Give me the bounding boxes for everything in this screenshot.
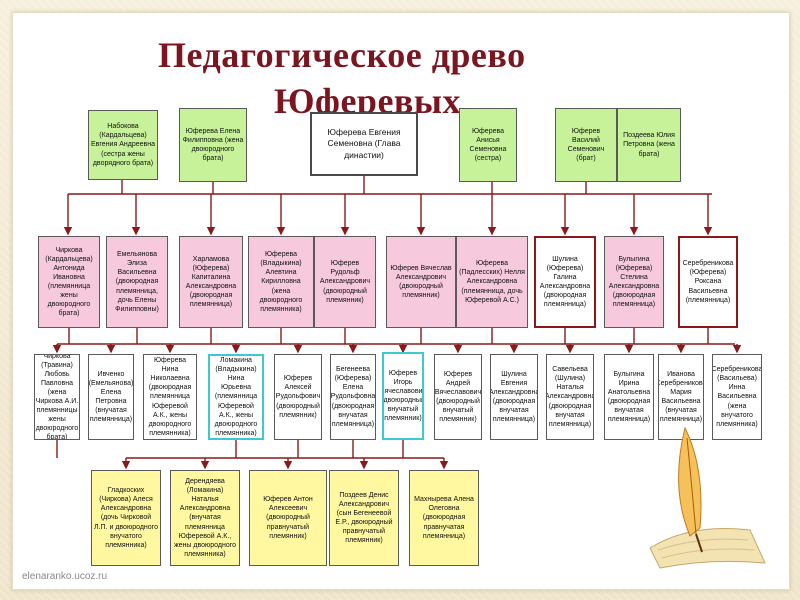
quill-scroll-icon: [649, 426, 766, 569]
row2-node-7: Юферева (Падлесских) Нелля Александровна…: [456, 236, 528, 328]
row4-node-2: Дерендяева (Ломакина) Наталья Александро…: [170, 470, 240, 566]
row2-node-1: Чиркова (Кардальцева) Антонида Ивановна …: [38, 236, 100, 328]
row3-node-2: Ивченко (Емельянова) Елена Петровна (вну…: [88, 354, 134, 440]
row3-node-8: Юферев Андрей Вячеславович (двоюродный в…: [434, 354, 482, 440]
root-node: Юферева Евгения Семеновна (Глава династи…: [310, 112, 418, 176]
row3-node-9: Шулина Евгения Александровна (двоюродная…: [490, 354, 538, 440]
row2-node-2: Емельянова Элиза Васильевна (двоюродная …: [106, 236, 168, 328]
row1-node-5: Поздеева Юлия Петровна (жена брата): [617, 108, 681, 182]
row3-node-13: Серебреникова (Васильева) Инна Васильевн…: [712, 354, 762, 440]
row4-node-1: Гладкоских (Чиркова) Алеся Александровна…: [91, 470, 161, 566]
row3-node-7: Юферев Игорь Вячеславович (двоюродный вн…: [382, 352, 424, 440]
row2-node-4: Юферева (Владыкина) Алевтина Кирилловна …: [248, 236, 314, 328]
row4-node-4: Поздеев Денис Александрович (сын Бегенее…: [329, 470, 399, 566]
row3-node-6: Бегенеева (Юферева) Елена Рудольфовна (д…: [330, 354, 376, 440]
row2-node-8: Шулина (Юферева) Галина Александровна (д…: [534, 236, 596, 328]
row2-node-3: Харламова (Юферева) Капиталина Александр…: [179, 236, 243, 328]
row3-node-4: Ломакина (Владыкина) Нина Юрьевна (племя…: [208, 354, 264, 440]
row2-node-9: Булыгина (Юферева) Стелина Александровна…: [604, 236, 664, 328]
row3-node-3: Юферева Нина Николаевна (двоюродная плем…: [143, 354, 197, 440]
row2-node-6: Юферев Вячеслав Александрович (двоюродны…: [386, 236, 456, 328]
row1-node-2: Юферева Елена Филипповна (жена двоюродно…: [179, 108, 247, 182]
row3-node-10: Савельева (Шулина) Наталья Александровна…: [546, 354, 594, 440]
row3-node-12: Иванова (Серебреникова) Мария Васильевна…: [658, 354, 704, 440]
row3-node-1: Чиркова (Травина) Любовь Павловна (жена …: [34, 354, 80, 440]
row1-node-4: Юферев Василий Семенович (брат): [555, 108, 617, 182]
row1-node-1: Набокова (Кардальцева) Евгения Андреевна…: [88, 110, 158, 180]
row4-node-5: Махнырева Алена Олеговна (двоюродная пра…: [409, 470, 479, 566]
row1-node-3: Юферева Анисья Семеновна (сестра): [459, 108, 517, 182]
row3-node-11: Булыгина Ирина Анатольевна (двоюродная в…: [604, 354, 654, 440]
footer-site-label: elenaranko.ucoz.ru: [22, 571, 108, 582]
row4-node-3: Юферев Антон Алексеевич (двоюродный прав…: [249, 470, 327, 566]
title-line-1: Педагогическое древо: [158, 35, 526, 75]
row2-node-10: Серебреникова (Юферева) Роксана Васильев…: [678, 236, 738, 328]
row2-node-5: Юферев Рудольф Александрович (двоюродный…: [314, 236, 376, 328]
row3-node-5: Юферев Алексей Рудольфович (двоюродный п…: [274, 354, 322, 440]
